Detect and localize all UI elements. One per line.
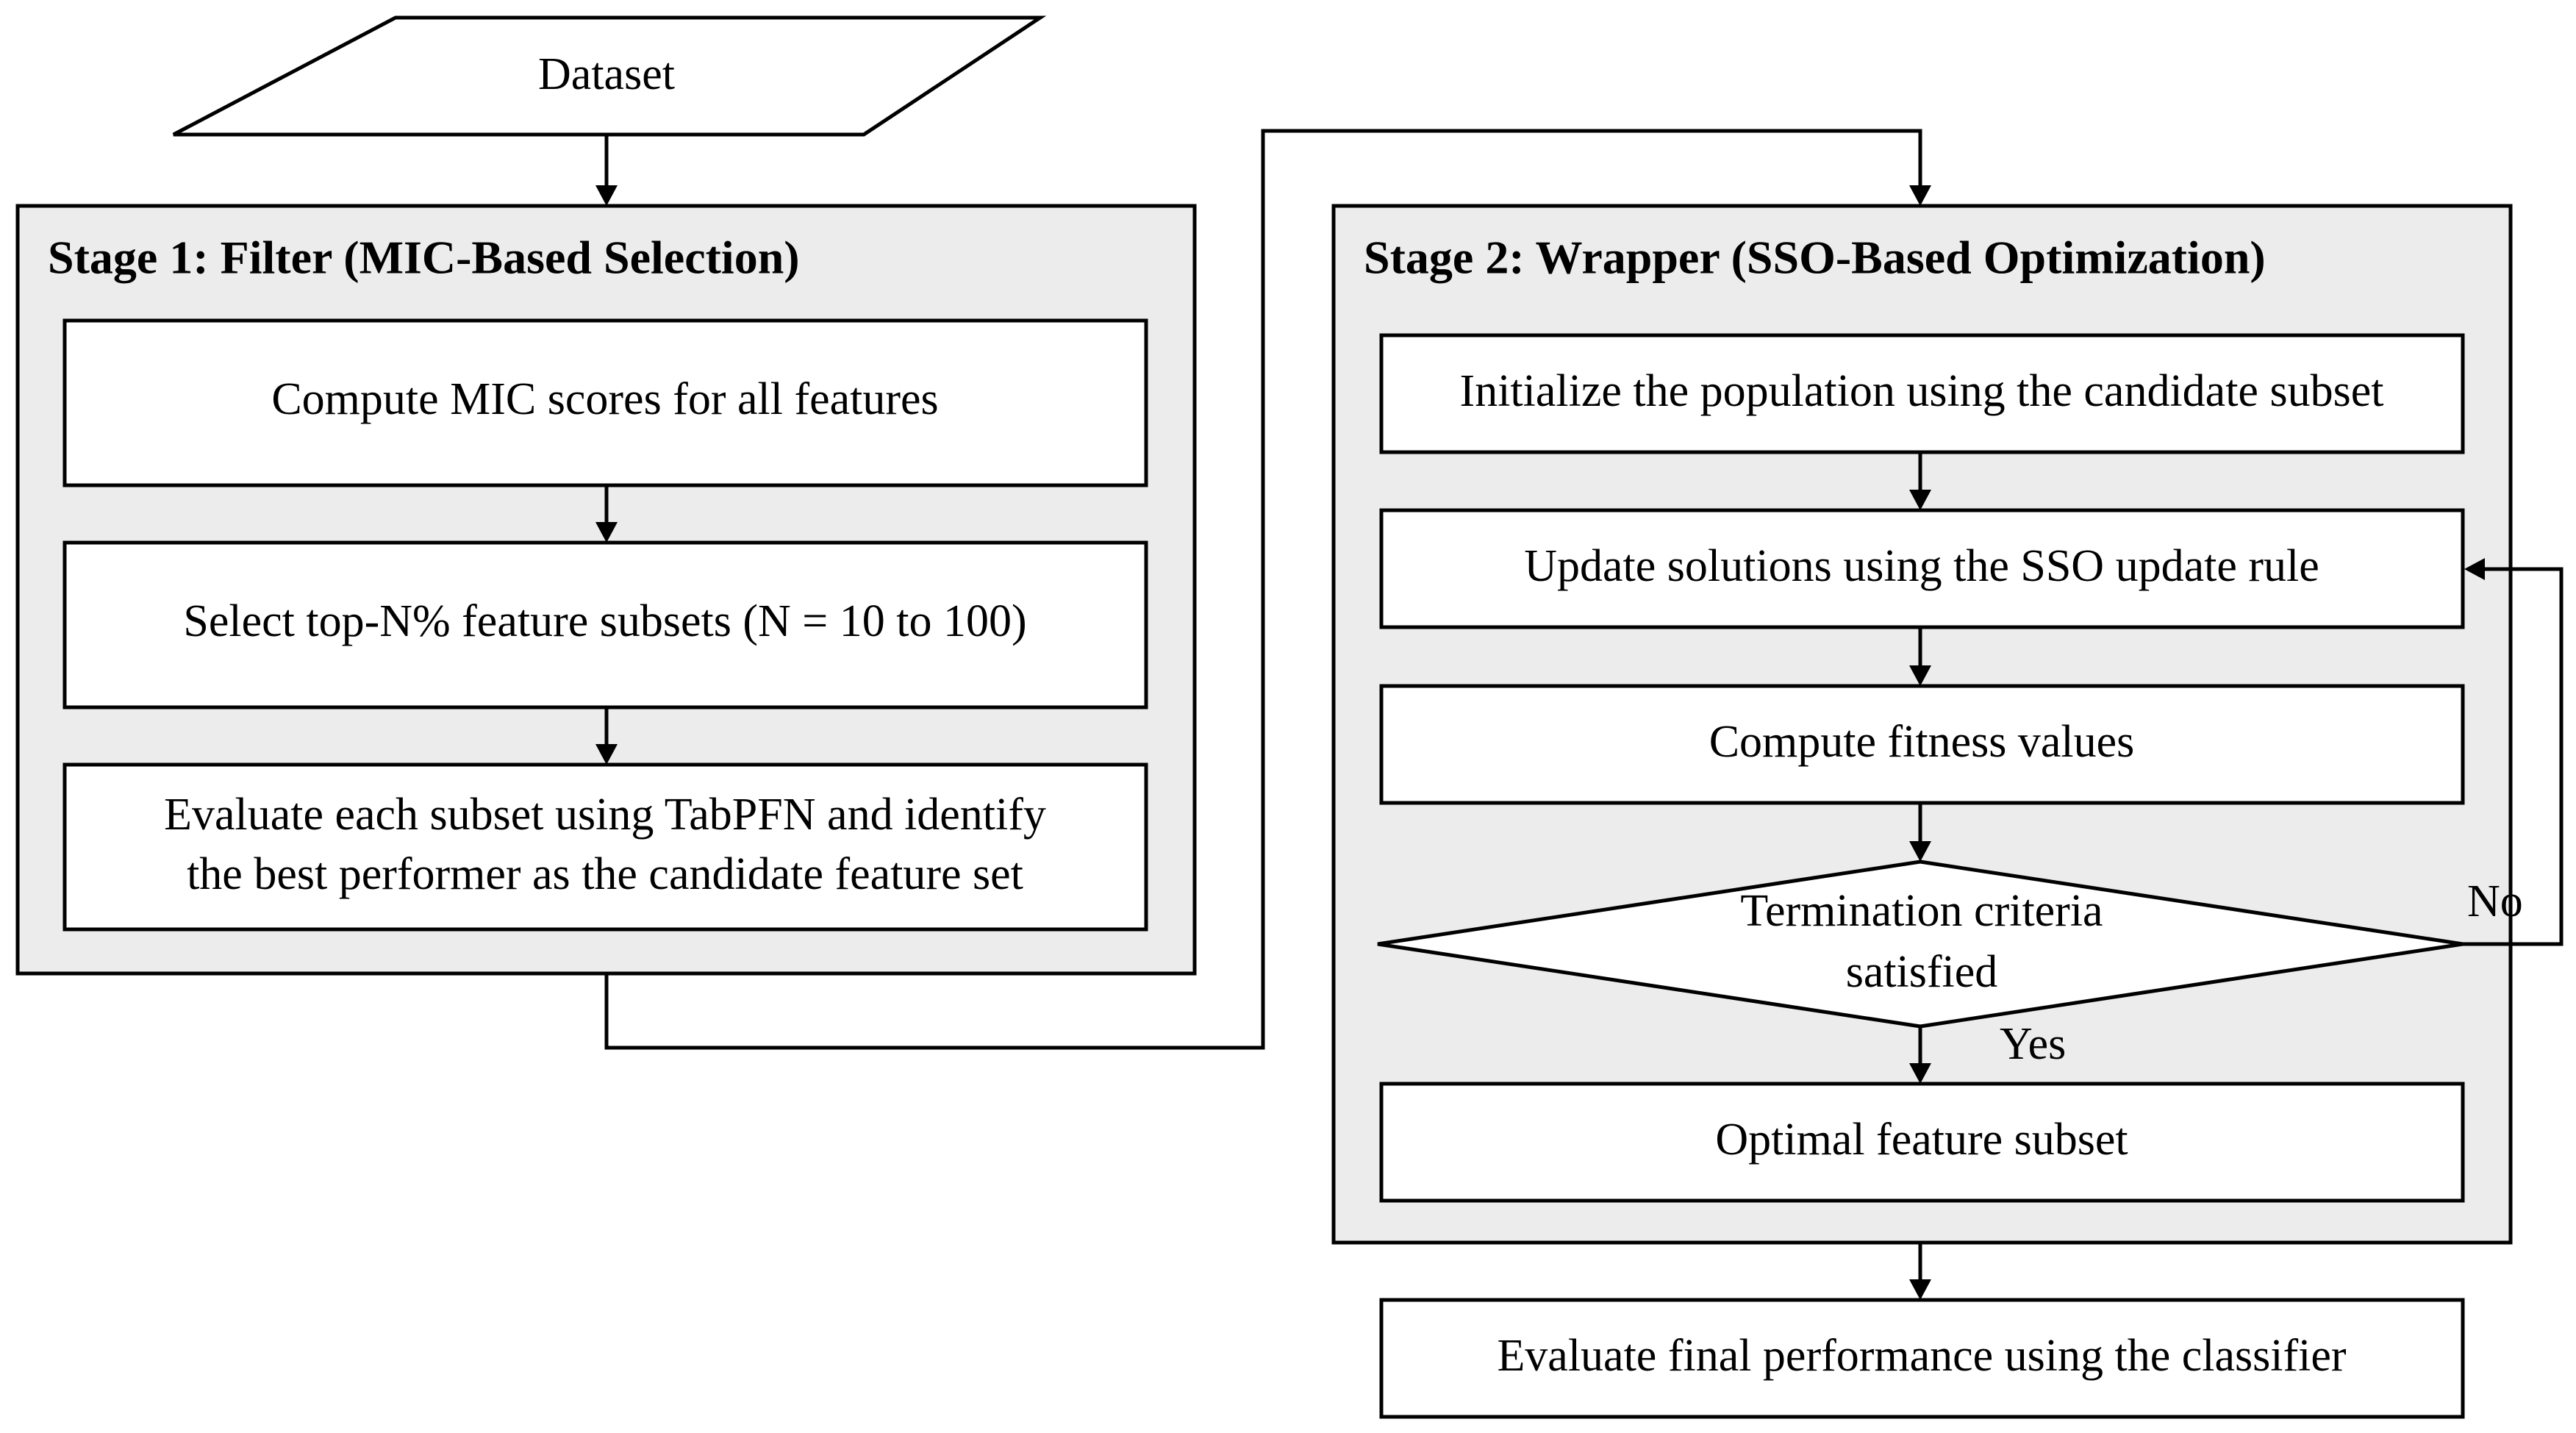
arrow-head — [1909, 490, 1931, 510]
stage2-step-initialize — [1379, 333, 2465, 454]
stage1-step-compute-mic — [62, 318, 1148, 487]
stage2-step-update-label: Update solutions using the SSO update ru… — [1524, 541, 2319, 591]
stage2-title: Stage 2: Wrapper (SSO-Based Optimization… — [1364, 232, 2266, 284]
decision-label-line1: Termination criteria — [1740, 886, 2103, 936]
arrow-head — [1909, 1063, 1931, 1084]
no-label: No — [2467, 876, 2523, 926]
arrow-head — [1909, 185, 1931, 206]
connector-stage1-to-stage2 — [604, 129, 1922, 1050]
arrow-head — [595, 744, 618, 765]
arrow-head — [595, 522, 618, 543]
stage2-result-optimal-subset — [1379, 1082, 2465, 1203]
yes-label: Yes — [2000, 1019, 2066, 1069]
stage2-step-initialize-label: Initialize the population using the cand… — [1460, 366, 2384, 416]
stage1-step-select-topn-label: Select top-N% feature subsets (N = 10 to… — [183, 596, 1026, 646]
stage2-step-fitness-label: Compute fitness values — [1709, 717, 2135, 767]
final-evaluation-label: Evaluate final performance using the cla… — [1497, 1331, 2346, 1381]
dataset-input-shape — [172, 15, 1047, 137]
arrow-head — [1909, 841, 1931, 862]
loop-no-to-update — [2463, 567, 2564, 946]
arrow-head — [1909, 665, 1931, 686]
stage1-step-evaluate-line2: the best performer as the candidate feat… — [187, 849, 1023, 899]
dataset-label: Dataset — [538, 49, 675, 99]
stage1-step-evaluate-line1: Evaluate each subset using TabPFN and id… — [164, 790, 1046, 840]
arrow-head — [1909, 1279, 1931, 1300]
decision-label-line2: satisfied — [1846, 947, 1998, 997]
stage1-step-select-topn — [62, 540, 1148, 710]
stage1-step-compute-mic-label: Compute MIC scores for all features — [271, 374, 938, 424]
arrow-head — [595, 185, 618, 206]
stage1-title: Stage 1: Filter (MIC-Based Selection) — [48, 232, 800, 284]
stage1-step-evaluate-subsets — [62, 762, 1148, 932]
arrow-head — [2464, 558, 2485, 580]
stage2-result-label: Optimal feature subset — [1715, 1115, 2128, 1165]
final-evaluation-box — [1379, 1298, 2465, 1419]
stage2-step-fitness — [1379, 684, 2465, 805]
